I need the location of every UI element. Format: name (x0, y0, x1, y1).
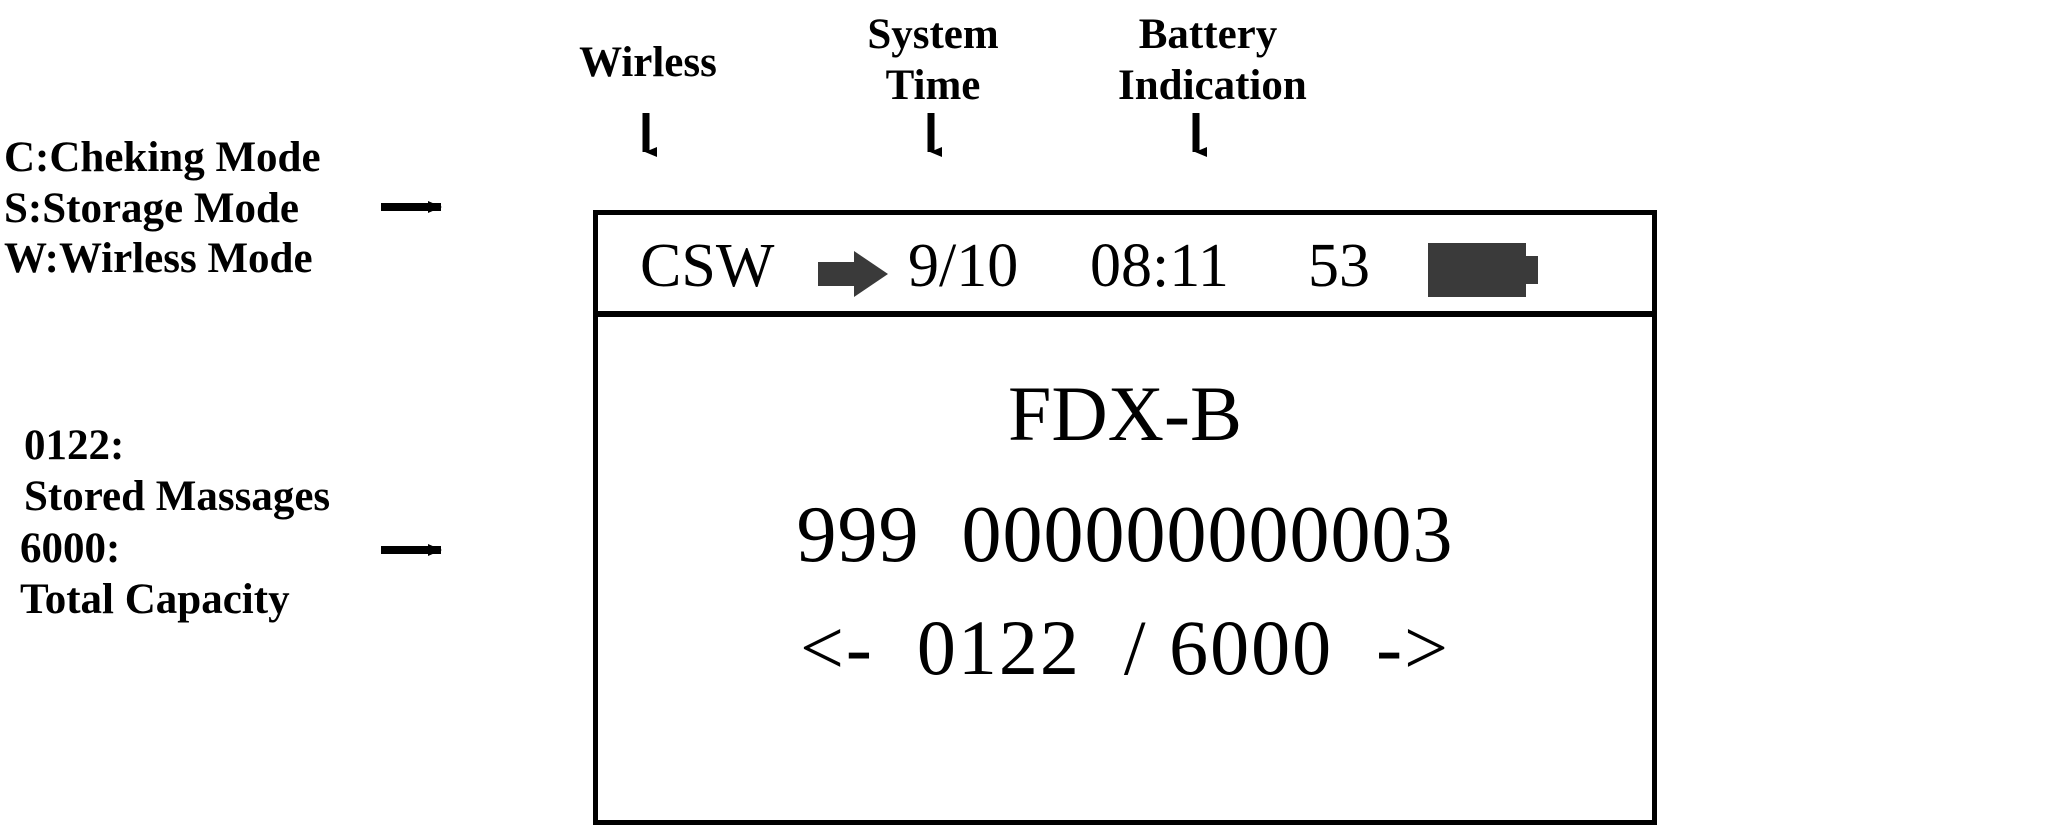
battery-indication-callout-label: Battery Indication (1118, 11, 1307, 109)
mode-legend-label: C:Cheking Mode S:Storage Mode W:Wirless … (4, 134, 321, 283)
battery-full-icon (1428, 243, 1538, 297)
system-time-callout-label: System Time (867, 11, 999, 109)
uid-value: 999 000000000003 (796, 491, 1454, 579)
lcd-main-content: FDX-B 999 000000000003 <- 0122 / 6000 -> (598, 317, 1652, 820)
time-value: 08:11 (1090, 232, 1229, 300)
battery-percent-value: 53 (1308, 232, 1370, 300)
date-value: 9/10 (908, 232, 1019, 300)
mode-indicator[interactable]: CSW (640, 232, 775, 300)
wireless-callout-label: Wirless (579, 39, 717, 86)
lcd-screen-frame: CSW 9/10 08:11 53 FDX-B 999 000000000003… (593, 210, 1657, 825)
status-bar: CSW 9/10 08:11 53 (598, 215, 1652, 317)
record-pager[interactable]: <- 0122 / 6000 -> (799, 604, 1451, 691)
tag-type-value: FDX-B (1007, 370, 1243, 457)
total-capacity-callout-label: 6000: Total Capacity (20, 525, 290, 623)
stored-messages-callout-label: 0122: Stored Massages (24, 422, 331, 520)
arrow-right-solid-icon (818, 251, 888, 297)
